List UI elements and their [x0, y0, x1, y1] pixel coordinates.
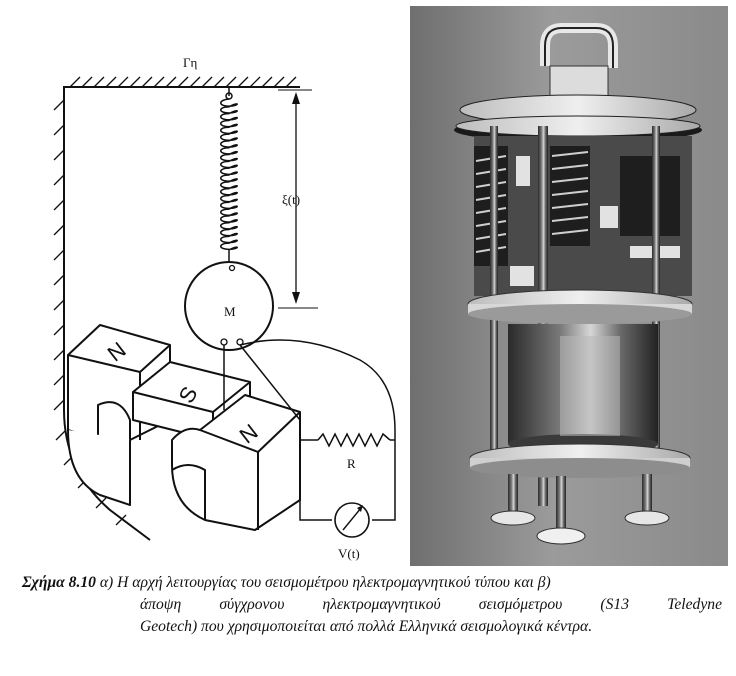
- caption-line-2: άποψη σύγχρονου ηλεκτρομαγνητικού σεισμό…: [140, 596, 722, 613]
- spring: [220, 87, 238, 266]
- ground-label: Γη: [183, 55, 198, 70]
- displacement-arrow: [278, 89, 318, 309]
- mass: [184, 261, 274, 351]
- caption-line-1: Σχήμα 8.10 α) Η αρχή λειτουργίας του σει…: [22, 572, 722, 594]
- voltage-label: V(t): [338, 546, 360, 561]
- seismometer-photo: [410, 6, 728, 566]
- caption-line-3: Geotech) που χρησιμοποιείται από πολλά Ε…: [140, 618, 593, 635]
- resistor: [317, 432, 391, 448]
- figure-number: Σχήμα 8.10: [22, 574, 96, 591]
- figure-caption: Σχήμα 8.10 α) Η αρχή λειτουργίας του σει…: [22, 572, 722, 638]
- mass-label: M: [224, 304, 236, 319]
- displacement-label: ξ(t): [282, 192, 300, 207]
- resistor-label: R: [347, 456, 356, 471]
- voltmeter: [334, 502, 370, 538]
- circuit-wires: [223, 339, 396, 521]
- magnet-assembly: [67, 324, 301, 531]
- caption-text-1: α) Η αρχή λειτουργίας του σεισμομέτρου η…: [95, 574, 551, 591]
- seismometer-schematic: Γη ξ(t) M N S: [53, 55, 396, 561]
